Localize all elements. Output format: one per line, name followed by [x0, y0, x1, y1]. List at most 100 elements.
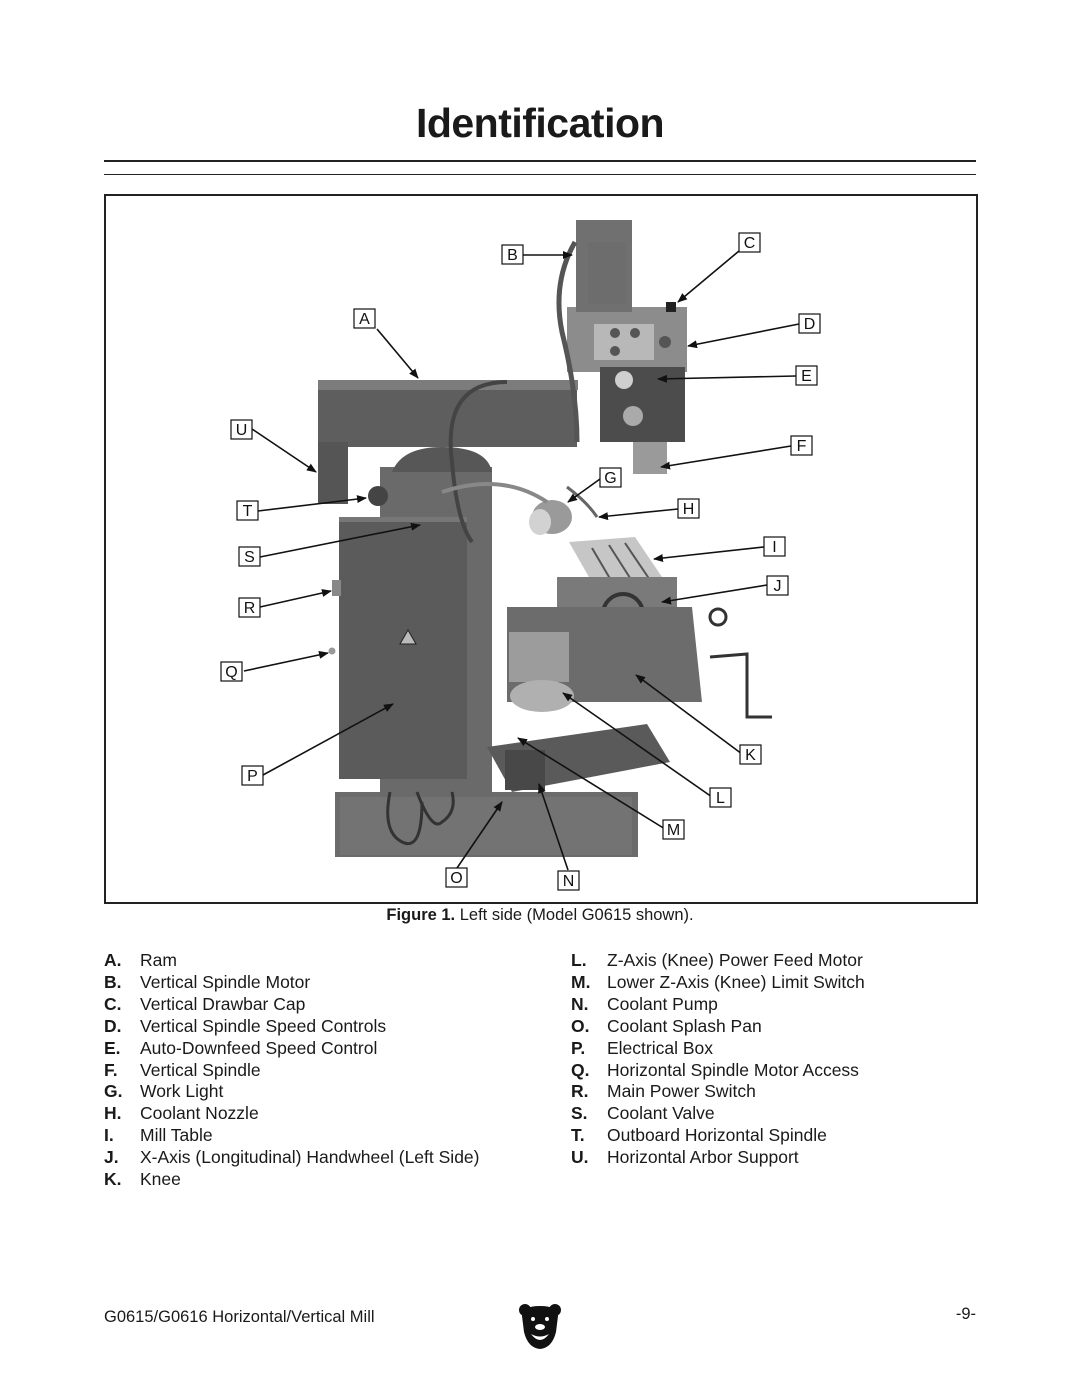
callout-H: H [677, 498, 700, 519]
legend-item-f: F. Vertical Spindle [104, 1060, 479, 1082]
legend-item-n: N. Coolant Pump [571, 994, 865, 1016]
legend-item-p: P.Electrical Box [571, 1038, 865, 1060]
legend-item-m: M. Lower Z-Axis (Knee) Limit Switch [571, 972, 865, 994]
page-number: -9- [955, 1305, 976, 1323]
callout-F-letter: F [797, 438, 807, 455]
callout-I-letter: I [772, 539, 776, 556]
legend-item-d: D. Vertical Spindle Speed Controls [104, 1016, 479, 1038]
callout-R-letter: R [244, 600, 256, 617]
footer-model-name: G0615/G0616 Horizontal/Vertical Mill [104, 1308, 375, 1326]
legend-letter: E. [104, 1037, 121, 1058]
callout-C: C [738, 232, 761, 253]
legend-item-k: K. Knee [104, 1169, 479, 1191]
legend-label: Auto-Downfeed Speed Control [140, 1037, 378, 1058]
legend-label: Coolant Pump [607, 993, 718, 1014]
callout-U-letter: U [236, 422, 248, 439]
legend-label: Ram [140, 950, 177, 970]
callout-B-letter: B [507, 247, 518, 264]
callout-O-letter: O [450, 870, 462, 887]
callout-P-letter: P [247, 768, 258, 785]
title-rule-top [104, 160, 976, 162]
callout-T-letter: T [243, 503, 253, 520]
legend-item-b: B. Vertical Spindle Motor [104, 972, 479, 994]
callout-Q: Q [220, 661, 243, 682]
callout-D-letter: D [804, 316, 816, 333]
callout-E: E [795, 365, 818, 386]
legend-label: Horizontal Spindle Motor Access [607, 1059, 859, 1080]
legend-label: Work Light [140, 1081, 224, 1102]
callout-L: L [709, 787, 732, 808]
callout-M-letter: M [667, 822, 680, 839]
figure-frame: A B C D E F G H I J K L M N O P Q R S T … [104, 194, 978, 904]
figure-caption: Figure 1. Left side (Model G0615 shown). [0, 906, 1080, 925]
callout-H-letter: H [683, 501, 695, 518]
legend-letter: K. [104, 1169, 122, 1190]
legend-letter: A. [104, 950, 122, 970]
callout-D: D [798, 313, 821, 334]
legend-letter: B. [104, 971, 122, 992]
legend-item-a: A. Ram [104, 950, 479, 972]
legend-label: Electrical Box [607, 1037, 714, 1058]
caption-text: Left side (Model G0615 shown). [455, 906, 694, 924]
legend-letter: M. [571, 971, 591, 992]
callout-J: J [766, 575, 789, 596]
legend-item-o: O. Coolant Splash Pan [571, 1016, 865, 1038]
legend-label: Coolant Nozzle [140, 1103, 259, 1124]
legend-letter: T. [571, 1125, 585, 1146]
callout-F: F [790, 435, 813, 456]
legend-letter: Q. [571, 1059, 590, 1080]
legend-letter: J. [104, 1147, 119, 1168]
legend-letter: O. [571, 1015, 590, 1036]
legend-label: Coolant Valve [607, 1103, 715, 1124]
legend-letter: I. [104, 1125, 114, 1146]
caption-figure-number: Figure 1. [386, 906, 456, 924]
legend-item-i: I.Mill Table [104, 1125, 479, 1147]
legend-item-j: J. X-Axis (Longitudinal) Handwheel (Left … [104, 1147, 479, 1169]
legend-label: Outboard Horizontal Spindle [607, 1125, 827, 1146]
callout-G: G [599, 467, 622, 488]
legend-label: Knee [140, 1169, 181, 1190]
legend-label: Vertical Spindle Speed Controls [140, 1015, 387, 1036]
callout-N: N [557, 870, 580, 891]
page-title: Identification [415, 100, 665, 146]
legend-letter: U. [571, 1147, 589, 1168]
legend-letter: R. [571, 1081, 589, 1102]
callout-U: U [230, 419, 253, 440]
legend-letter: C. [104, 993, 122, 1014]
legend-item-t: T. Outboard Horizontal Spindle [571, 1125, 865, 1147]
legend-letter: F. [104, 1059, 118, 1080]
legend-letter: N. [571, 993, 589, 1014]
legend-label: Z-Axis (Knee) Power Feed Motor [607, 950, 863, 970]
bear-logo-icon [519, 1304, 561, 1349]
callout-I: I [763, 536, 786, 557]
callout-B: B [501, 244, 524, 265]
mill-illustration: A B C D E F G H I J K L M N O P Q R S T … [220, 220, 821, 891]
legend-label: Horizontal Arbor Support [607, 1147, 799, 1168]
legend-item-r: R.Main Power Switch [571, 1081, 865, 1103]
legend-item-e: E. Auto-Downfeed Speed Control [104, 1038, 479, 1060]
callout-A-letter: A [359, 311, 370, 328]
legend-letter: D. [104, 1015, 122, 1036]
legend-item-l: L.Z-Axis (Knee) Power Feed Motor [571, 950, 865, 972]
legend-label: Lower Z-Axis (Knee) Limit Switch [607, 971, 865, 992]
legend-label: Coolant Splash Pan [607, 1015, 762, 1036]
callout-O: O [445, 867, 468, 888]
legend-item-q: Q. Horizontal Spindle Motor Access [571, 1060, 865, 1082]
legend-item-s: S. Coolant Valve [571, 1103, 865, 1125]
legend-left-column: A.Ram B.Vertical Spindle Motor C.Vertica… [104, 950, 479, 1191]
callout-J-letter: J [774, 578, 782, 595]
legend-item-u: U. Horizontal Arbor Support [571, 1147, 865, 1169]
legend-letter: G. [104, 1081, 123, 1102]
legend-right-column: L.Z-Axis (Knee) Power Feed Motor M. Lower… [571, 950, 865, 1169]
callout-K: K [739, 744, 762, 765]
callout-N-letter: N [563, 873, 575, 890]
callout-K-letter: K [745, 747, 756, 764]
legend-item-c: C.Vertical Drawbar Cap [104, 994, 479, 1016]
legend-label: Vertical Spindle Motor [140, 971, 311, 992]
legend-label: X-Axis (Longitudinal) Handwheel (Left Si… [140, 1147, 480, 1168]
legend-item-h: H.Coolant Nozzle [104, 1103, 479, 1125]
legend-label: Vertical Spindle [140, 1059, 261, 1080]
callout-S-letter: S [244, 549, 255, 566]
legend-letter: S. [571, 1103, 588, 1124]
title-rule-bottom [104, 174, 976, 175]
